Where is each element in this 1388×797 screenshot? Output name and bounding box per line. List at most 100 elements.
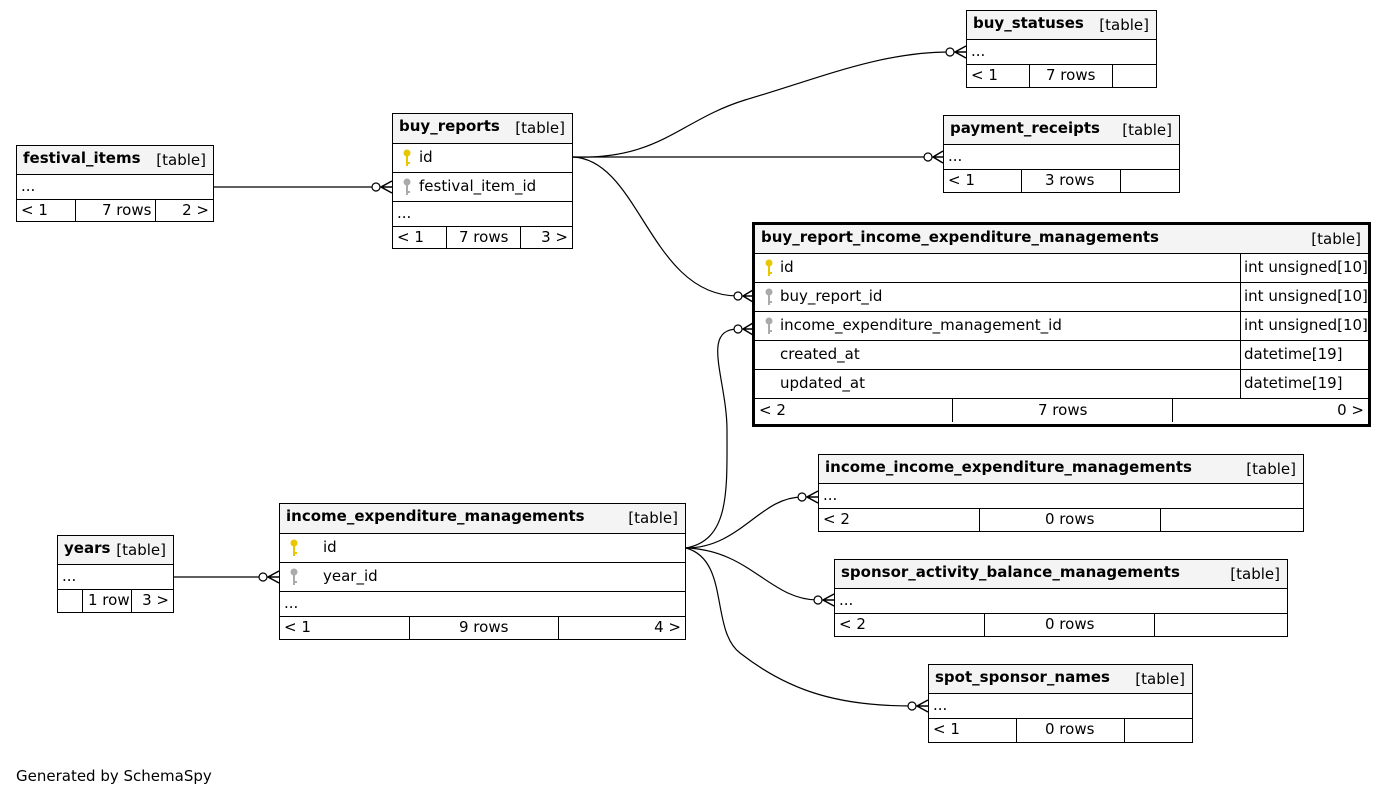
primary-key-icon [290, 539, 298, 556]
edge-end-circle [907, 701, 917, 711]
table-name: years [64, 539, 111, 557]
table-buy-statuses[interactable]: buy_statuses [table] ... < 1 7 rows [966, 10, 1157, 88]
row-count: 9 rows [459, 618, 509, 636]
table-payment-receipts[interactable]: payment_receipts [table] ... < 1 3 rows [943, 115, 1180, 193]
table-type: [table] [1099, 16, 1149, 34]
table-type: [table] [116, 541, 166, 559]
edge-end-circle [733, 291, 743, 301]
edge-buy-reports-focus [572, 156, 739, 297]
foreign-key-icon [765, 317, 773, 334]
table-type: [table] [1230, 565, 1280, 583]
columns-ellipsis: ... [284, 594, 299, 612]
parents-count: < 2 [839, 615, 866, 633]
table-spot-sponsor-names[interactable]: spot_sponsor_names [table] ... < 1 0 row… [928, 664, 1193, 743]
edge-iem-sponsor-activity [685, 547, 819, 601]
primary-key-icon [403, 149, 411, 166]
crow-foot [379, 180, 393, 194]
table-type: [table] [156, 151, 206, 169]
generated-by-footer: Generated by SchemaSpy [16, 767, 212, 785]
edge-end-circle [797, 492, 807, 502]
row-count: 7 rows [102, 201, 152, 219]
table-type: [table] [628, 509, 678, 527]
column-type: int unsigned[10] [1244, 258, 1368, 276]
crow-foot [931, 150, 944, 164]
column-type: int unsigned[10] [1244, 287, 1368, 305]
crow-foot [741, 322, 754, 336]
columns-ellipsis: ... [823, 486, 838, 504]
table-name: income_income_expenditure_managements [825, 458, 1192, 476]
table-name: sponsor_activity_balance_managements [841, 563, 1180, 581]
edge-iem-spot-sponsor [685, 547, 913, 707]
row-count: 7 rows [1038, 401, 1088, 419]
row-count: 3 rows [1045, 171, 1095, 189]
columns-ellipsis: ... [971, 42, 986, 60]
edge-iem-focus [685, 328, 739, 549]
row-count: 0 rows [1045, 720, 1095, 738]
parents-count: < 1 [948, 171, 975, 189]
column-name: id [419, 148, 433, 166]
column-name: income_expenditure_management_id [780, 316, 1062, 334]
table-name: festival_items [23, 149, 141, 167]
table-type: [table] [1246, 460, 1296, 478]
column-name: buy_report_id [780, 287, 883, 305]
table-sponsor-activity-balance-managements[interactable]: sponsor_activity_balance_managements [ta… [834, 559, 1288, 637]
table-income-income-expenditure-managements[interactable]: income_income_expenditure_managements [t… [818, 454, 1304, 532]
parents-count: < 2 [823, 510, 850, 528]
crow-foot [741, 289, 754, 303]
foreign-key-icon [403, 178, 411, 195]
table-buy-reports[interactable]: buy_reports [table] id festival_item_id … [392, 113, 573, 249]
children-count: 3 > [541, 228, 568, 246]
row-count: 1 row [88, 591, 130, 609]
parents-count: < 1 [933, 720, 960, 738]
table-name: spot_sponsor_names [935, 668, 1110, 686]
parents-count: < 1 [284, 618, 311, 636]
columns-ellipsis: ... [839, 591, 854, 609]
row-count: 7 rows [1046, 66, 1096, 84]
table-type: [table] [1122, 121, 1172, 139]
column-type: datetime[19] [1244, 345, 1343, 363]
table-buy-report-income-expenditure-managements[interactable]: buy_report_income_expenditure_management… [752, 222, 1371, 427]
table-name: buy_reports [399, 117, 500, 135]
children-count: 0 > [1337, 401, 1364, 419]
parents-count: < 1 [397, 228, 424, 246]
columns-ellipsis: ... [62, 567, 77, 585]
columns-ellipsis: ... [933, 696, 948, 714]
crow-foot [266, 570, 280, 584]
edge-end-circle [945, 47, 955, 57]
column-name: id [780, 258, 794, 276]
column-name: created_at [780, 345, 860, 363]
crow-foot [953, 45, 967, 59]
parents-count: < 1 [21, 201, 48, 219]
table-name: buy_report_income_expenditure_management… [761, 228, 1159, 246]
column-name: updated_at [780, 374, 865, 392]
parents-count: < 1 [971, 66, 998, 84]
column-name: year_id [323, 567, 378, 585]
column-type: int unsigned[10] [1244, 316, 1368, 334]
primary-key-icon [765, 259, 773, 276]
column-name: id [323, 538, 337, 556]
edge-end-circle [923, 152, 933, 162]
table-festival-items[interactable]: festival_items [table] ... < 1 7 rows 2 … [16, 145, 214, 222]
table-type: [table] [1135, 670, 1185, 688]
table-type: [table] [515, 119, 565, 137]
crow-foot [805, 490, 819, 504]
edge-iem-income-iem [685, 496, 803, 549]
table-type: [table] [1311, 230, 1361, 248]
children-count: 3 > [142, 591, 169, 609]
table-name: buy_statuses [973, 14, 1084, 32]
row-count: 0 rows [1045, 615, 1095, 633]
foreign-key-icon [765, 288, 773, 305]
column-name: festival_item_id [419, 177, 537, 195]
edge-end-circle [258, 572, 268, 582]
column-type: datetime[19] [1244, 374, 1343, 392]
row-count: 0 rows [1045, 510, 1095, 528]
crow-foot [821, 593, 835, 607]
columns-ellipsis: ... [21, 177, 36, 195]
children-count: 2 > [182, 201, 209, 219]
table-income-expenditure-managements[interactable]: income_expenditure_managements [table] i… [279, 503, 686, 640]
columns-ellipsis: ... [948, 147, 963, 165]
table-years[interactable]: years [table] ... 1 row 3 > [57, 535, 174, 613]
table-name: income_expenditure_managements [286, 507, 585, 525]
children-count: 4 > [654, 618, 681, 636]
